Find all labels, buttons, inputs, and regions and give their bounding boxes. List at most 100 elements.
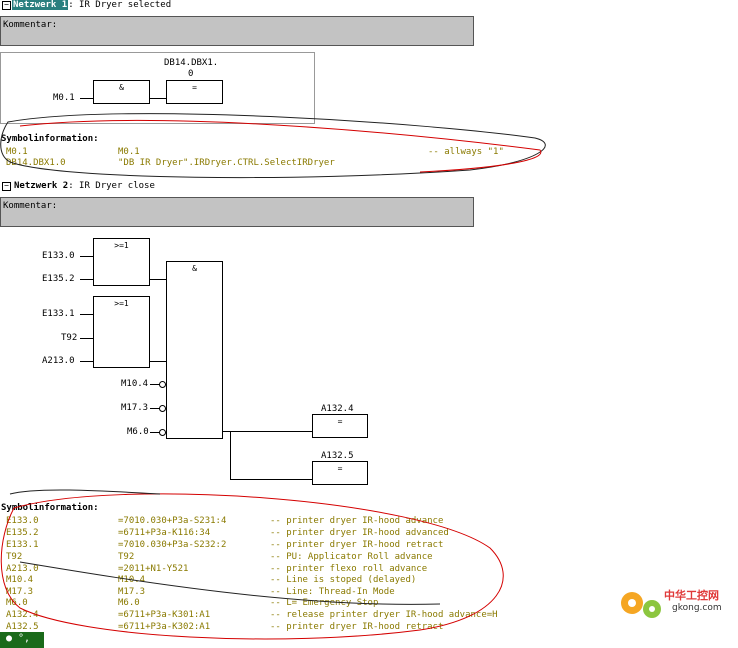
network2-input-e1331[interactable]: E133.1 — [42, 309, 75, 319]
wire — [150, 432, 160, 433]
network1-assign-label: = — [192, 83, 197, 92]
network2-and-block[interactable]: & — [166, 261, 223, 439]
negation-icon — [159, 405, 166, 412]
network2-sym-symbol-0: =7010.030+P3a-S231:4 — [118, 516, 227, 526]
network2-or2-label: >=1 — [114, 299, 129, 308]
network2-sym-comment-0: -- printer dryer IR-hood advance — [270, 516, 444, 526]
wire — [150, 384, 160, 385]
network2-sym-addr-5: M10.4 — [6, 575, 34, 585]
network2-sym-comment-3: -- PU: Applicator Roll advance — [270, 552, 433, 562]
network2-collapse-icon[interactable]: − — [2, 182, 11, 191]
negation-icon — [159, 429, 166, 436]
network2-or1-label: >=1 — [114, 241, 129, 250]
network1-header[interactable]: Netzwerk 1: IR Dryer selected — [12, 0, 171, 10]
wire — [150, 408, 160, 409]
network1-input-m01[interactable]: M0.1 — [53, 93, 75, 103]
status-button-label: ● °, — [6, 633, 31, 644]
network2-comment-box[interactable]: Kommentar: — [0, 197, 474, 227]
network2-sym-symbol-2: =7010.030+P3a-S232:2 — [118, 540, 227, 550]
network2-sym-addr-8: A132.4 — [6, 610, 39, 620]
status-button[interactable]: ● °, — [0, 632, 44, 648]
network2-annotation-ellipse — [0, 489, 504, 640]
network1-link-wire — [149, 98, 166, 99]
wire — [80, 314, 93, 315]
wire — [80, 256, 93, 257]
network2-title: : IR Dryer close — [68, 181, 155, 191]
wire — [230, 431, 231, 480]
network2-out2-assign-block[interactable]: = — [312, 461, 368, 485]
network1-annotation-ellipse — [0, 113, 546, 179]
network2-sym-addr-3: T92 — [6, 552, 23, 562]
network2-comment-label: Kommentar: — [3, 201, 58, 211]
network2-or2-block[interactable]: >=1 — [93, 296, 150, 368]
network2-sym-symbol-8: =6711+P3a-K301:A1 — [118, 610, 211, 620]
network1-comment-box[interactable]: Kommentar: — [0, 16, 474, 46]
network2-sym-comment-8: -- release printer dryer IR-hood advance… — [270, 610, 498, 620]
network2-sym-addr-0: E133.0 — [6, 516, 39, 526]
network2-input-m104[interactable]: M10.4 — [121, 379, 149, 389]
negation-icon — [159, 381, 166, 388]
network1-symbolinfo-header: Symbolinformation: — [1, 134, 99, 144]
network2-sym-addr-1: E135.2 — [6, 528, 39, 538]
network1-label: Netzwerk 1 — [12, 0, 69, 10]
network1-and-block[interactable]: & — [93, 80, 150, 104]
network2-sym-comment-9: -- printer dryer IR-hood retract — [270, 622, 444, 632]
network2-out1-addr[interactable]: A132.4 — [321, 404, 354, 414]
network2-sym-addr-9: A132.5 — [6, 622, 39, 632]
network2-sym-comment-6: -- Line: Thread-In Mode — [270, 587, 395, 597]
network2-or1-block[interactable]: >=1 — [93, 238, 150, 286]
wire — [222, 431, 312, 432]
watermark-cn: 中华工控网 — [664, 589, 719, 602]
network2-sym-symbol-1: =6711+P3a-K116:34 — [118, 528, 211, 538]
network2-out2-addr[interactable]: A132.5 — [321, 451, 354, 461]
watermark-url: gkong.com — [672, 603, 722, 613]
network2-input-m60[interactable]: M6.0 — [127, 427, 149, 437]
network2-sym-comment-1: -- printer dryer IR-hood advanced — [270, 528, 449, 538]
network2-sym-comment-4: -- printer flexo roll advance — [270, 564, 428, 574]
network2-sym-addr-2: E133.1 — [6, 540, 39, 550]
network2-sym-addr-6: M17.3 — [6, 587, 34, 597]
network2-sym-addr-7: M6.0 — [6, 598, 28, 608]
network2-out2-assign-label: = — [337, 464, 343, 473]
network1-and-label: & — [119, 83, 124, 92]
gear-icon — [621, 592, 661, 618]
network1-input-wire — [80, 98, 93, 99]
network2-input-e1330[interactable]: E133.0 — [42, 251, 75, 261]
network2-input-a2130[interactable]: A213.0 — [42, 356, 75, 366]
wire — [149, 279, 166, 280]
network2-input-e1352[interactable]: E135.2 — [42, 274, 75, 284]
wire — [80, 361, 93, 362]
network2-out1-assign-block[interactable]: = — [312, 414, 368, 438]
wire — [80, 279, 93, 280]
network1-sym-symbol-1: "DB IR Dryer".IRDryer.CTRL.SelectIRDryer — [118, 158, 335, 168]
network2-label: Netzwerk 2 — [14, 181, 69, 191]
network2-sym-comment-7: -- L= Emergency Stop — [270, 598, 379, 608]
network1-diagram-frame — [0, 52, 315, 124]
network1-sym-symbol-0: M0.1 — [118, 147, 140, 157]
network2-out1-assign-label: = — [337, 417, 343, 426]
network2-sym-addr-4: A213.0 — [6, 564, 39, 574]
network2-input-t92[interactable]: T92 — [61, 333, 78, 343]
network2-sym-symbol-9: =6711+P3a-K302:A1 — [118, 622, 211, 632]
network1-sym-comment-0: -- allways "1" — [428, 147, 504, 157]
network1-assign-block[interactable]: = — [166, 80, 223, 104]
network1-collapse-icon[interactable]: − — [2, 1, 11, 10]
network1-comment-label: Kommentar: — [3, 20, 58, 30]
network2-header[interactable]: Netzwerk 2: IR Dryer close — [14, 181, 155, 191]
network2-input-m173[interactable]: M17.3 — [121, 403, 149, 413]
wire — [230, 479, 312, 480]
wire — [80, 338, 93, 339]
network2-sym-symbol-6: M17.3 — [118, 587, 146, 597]
network2-symbolinfo-header: Symbolinformation: — [1, 503, 99, 513]
network2-sym-symbol-3: T92 — [118, 552, 135, 562]
watermark: 中华工控网 gkong.com — [612, 583, 732, 626]
network1-output-addr: DB14.DBX1. — [164, 58, 219, 68]
network1-output-addr-bit: 0 — [188, 69, 194, 79]
network1-sym-addr-1: DB14.DBX1.0 — [6, 158, 66, 168]
network2-sym-symbol-4: =2011+N1-Y521 — [118, 564, 189, 574]
wire — [149, 361, 166, 362]
network1-sym-addr-0: M0.1 — [6, 147, 28, 157]
network2-and-label: & — [192, 264, 197, 273]
network2-sym-comment-2: -- printer dryer IR-hood retract — [270, 540, 444, 550]
network2-sym-comment-5: -- Line is stoped (delayed) — [270, 575, 417, 585]
